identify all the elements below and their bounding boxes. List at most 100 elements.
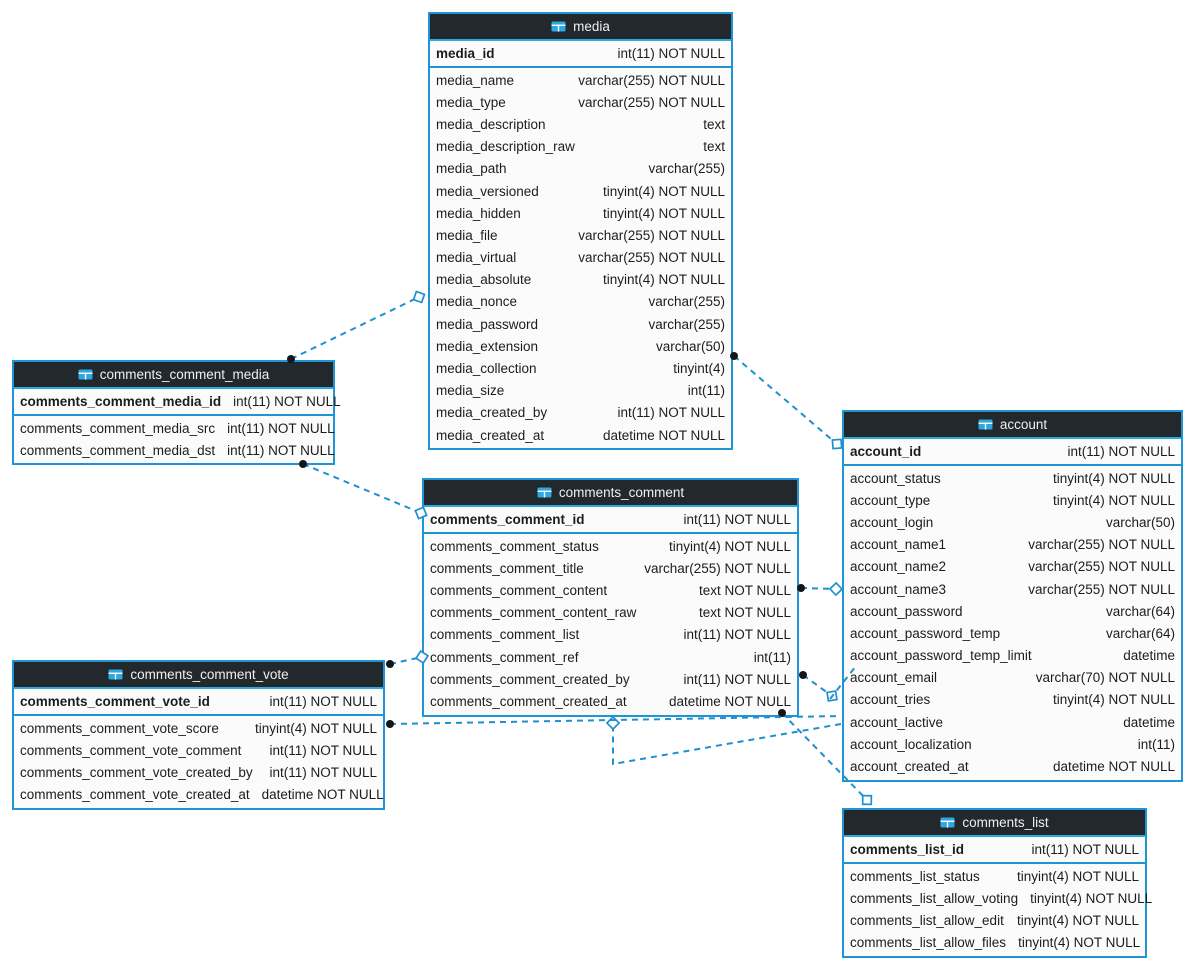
relationship-comments_comment_media-to-media[interactable] — [287, 290, 426, 363]
column-row[interactable]: comments_comment_content text NOT NULL — [424, 579, 797, 601]
relationship-line[interactable] — [802, 674, 833, 697]
table-header[interactable]: comments_comment — [424, 480, 797, 507]
column-name: comments_comment_ref — [430, 649, 579, 665]
column-row[interactable]: media_created_by int(11) NOT NULL — [430, 402, 731, 424]
column-row[interactable]: media_password varchar(255) — [430, 313, 731, 335]
column-row[interactable]: account_type tinyint(4) NOT NULL — [844, 489, 1181, 511]
column-row[interactable]: comments_comment_list int(11) NOT NULL — [424, 624, 797, 646]
column-row[interactable]: comments_comment_vote_created_by int(11)… — [14, 761, 383, 783]
table-media[interactable]: media media_id int(11) NOT NULL media_na… — [428, 12, 733, 451]
column-row[interactable]: comments_comment_created_by int(11) NOT … — [424, 668, 797, 690]
relationship-comments_comment-to-account[interactable] — [799, 671, 838, 702]
column-row[interactable]: account_name3 varchar(255) NOT NULL — [844, 578, 1181, 600]
column-row[interactable]: media_nonce varchar(255) — [430, 291, 731, 313]
column-row[interactable]: account_password varchar(64) — [844, 600, 1181, 622]
table-header[interactable]: comments_comment_media — [14, 362, 333, 389]
column-row[interactable]: account_password_temp_limit datetime — [844, 645, 1181, 667]
primary-key-row[interactable]: comments_list_id int(11) NOT NULL — [844, 837, 1145, 864]
column-row[interactable]: media_type varchar(255) NOT NULL — [430, 91, 731, 113]
column-type: varchar(50) — [655, 338, 725, 354]
relationship-media-to-account[interactable] — [730, 352, 843, 450]
column-row[interactable]: media_size int(11) — [430, 380, 731, 402]
column-row[interactable]: comments_comment_ref int(11) — [424, 646, 797, 668]
column-row[interactable]: account_login varchar(50) — [844, 511, 1181, 533]
table-header[interactable]: account — [844, 412, 1181, 439]
table-comments_comment_vote[interactable]: comments_comment_vote comments_comment_v… — [12, 660, 385, 810]
column-row[interactable]: comments_comment_created_at datetime NOT… — [424, 690, 797, 712]
primary-key-row[interactable]: comments_comment_vote_id int(11) NOT NUL… — [14, 689, 383, 716]
column-name: media_versioned — [436, 183, 539, 199]
relationship-account-to-comments_comment[interactable] — [605, 715, 842, 766]
relationship-comments_comment_media-to-comments_comment[interactable] — [299, 460, 428, 520]
column-name: account_login — [850, 514, 934, 530]
column-name: media_type — [436, 94, 506, 110]
relationship-comments_comment_vote-to-account[interactable] — [386, 715, 842, 728]
column-type: tinyint(4) NOT NULL — [254, 720, 377, 736]
column-row[interactable]: comments_list_allow_voting tinyint(4) NO… — [844, 887, 1152, 909]
primary-key-row[interactable]: account_id int(11) NOT NULL — [844, 439, 1181, 466]
column-row[interactable]: media_description text — [430, 113, 731, 135]
column-row[interactable]: comments_comment_vote_created_at datetim… — [14, 784, 384, 806]
column-row[interactable]: media_absolute tinyint(4) NOT NULL — [430, 269, 731, 291]
table-comments_comment[interactable]: comments_comment comments_comment_id int… — [422, 478, 799, 717]
column-row[interactable]: comments_comment_status tinyint(4) NOT N… — [424, 535, 797, 557]
column-row[interactable]: account_email varchar(70) NOT NULL — [844, 667, 1181, 689]
column-row[interactable]: comments_comment_media_dst int(11) NOT N… — [14, 439, 335, 461]
column-row[interactable]: media_created_at datetime NOT NULL — [430, 424, 731, 446]
column-type: datetime NOT NULL — [1052, 759, 1175, 775]
column-row[interactable]: media_hidden tinyint(4) NOT NULL — [430, 202, 731, 224]
column-row[interactable]: account_lactive datetime — [844, 711, 1181, 733]
column-name: media_path — [436, 161, 507, 177]
relationship-comments_comment-to-account[interactable] — [797, 581, 844, 597]
relationship-line[interactable] — [302, 463, 422, 514]
column-row[interactable]: comments_comment_vote_comment int(11) NO… — [14, 739, 383, 761]
column-row[interactable]: comments_comment_media_src int(11) NOT N… — [14, 417, 335, 439]
relationship-line[interactable] — [612, 723, 842, 766]
column-row[interactable]: account_created_at datetime NOT NULL — [844, 755, 1181, 777]
primary-key-row[interactable]: comments_comment_media_id int(11) NOT NU… — [14, 389, 341, 416]
column-row[interactable]: account_tries tinyint(4) NOT NULL — [844, 689, 1181, 711]
table-account[interactable]: account account_id int(11) NOT NULL acco… — [842, 410, 1183, 782]
column-row[interactable]: account_name1 varchar(255) NOT NULL — [844, 534, 1181, 556]
column-type: tinyint(4) NOT NULL — [602, 183, 725, 199]
column-name: comments_comment_vote_score — [20, 720, 219, 736]
relationship-line[interactable] — [290, 296, 420, 360]
column-row[interactable]: comments_list_allow_files tinyint(4) NOT… — [844, 932, 1145, 954]
table-comments_list[interactable]: comments_list comments_list_id int(11) N… — [842, 808, 1152, 958]
primary-key-type: int(11) NOT NULL — [683, 512, 791, 527]
column-row[interactable]: media_extension varchar(50) — [430, 335, 731, 357]
column-row[interactable]: comments_comment_vote_score tinyint(4) N… — [14, 717, 383, 739]
table-header[interactable]: comments_comment_vote — [14, 662, 383, 689]
column-row[interactable]: comments_list_allow_edit tinyint(4) NOT … — [844, 909, 1145, 931]
column-type: text — [703, 139, 725, 155]
column-row[interactable]: comments_list_status tinyint(4) NOT NULL — [844, 865, 1145, 887]
column-name: account_password_temp_limit — [850, 648, 1032, 664]
column-row[interactable]: media_collection tinyint(4) — [430, 357, 731, 379]
column-row[interactable]: account_password_temp varchar(64) — [844, 622, 1181, 644]
primary-key-row[interactable]: media_id int(11) NOT NULL — [430, 41, 731, 68]
column-row[interactable]: media_virtual varchar(255) NOT NULL — [430, 247, 731, 269]
column-row[interactable]: comments_comment_title varchar(255) NOT … — [424, 557, 797, 579]
column-row[interactable]: media_versioned tinyint(4) NOT NULL — [430, 180, 731, 202]
relationship-line[interactable] — [733, 355, 838, 445]
relationship-line[interactable] — [389, 656, 423, 665]
table-comments_comment_media[interactable]: comments_comment_media comments_comment_… — [12, 360, 341, 466]
primary-key-type: int(11) NOT NULL — [617, 46, 725, 61]
column-row[interactable]: media_path varchar(255) — [430, 158, 731, 180]
table-header[interactable]: comments_list — [844, 810, 1145, 837]
column-type: varchar(255) NOT NULL — [1028, 537, 1175, 553]
column-row[interactable]: account_name2 varchar(255) NOT NULL — [844, 556, 1181, 578]
column-row[interactable]: account_status tinyint(4) NOT NULL — [844, 467, 1181, 489]
table-title: account — [999, 417, 1048, 432]
column-row[interactable]: media_description_raw text — [430, 136, 731, 158]
relationship-line[interactable] — [389, 715, 842, 725]
column-row[interactable]: media_file varchar(255) NOT NULL — [430, 224, 731, 246]
relationship-diamond-endpoint — [826, 690, 838, 702]
table-header[interactable]: media — [430, 14, 731, 41]
column-row[interactable]: account_localization int(11) — [844, 733, 1181, 755]
relationship-line[interactable] — [800, 587, 837, 590]
column-row[interactable]: media_name varchar(255) NOT NULL — [430, 69, 731, 91]
primary-key-row[interactable]: comments_comment_id int(11) NOT NULL — [424, 507, 797, 534]
column-row[interactable]: comments_comment_content_raw text NOT NU… — [424, 602, 797, 624]
